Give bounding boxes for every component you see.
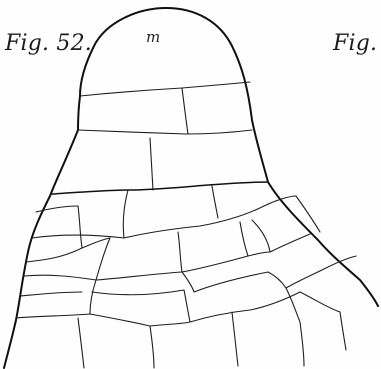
cell-wall-row5-right-cell: [252, 220, 310, 252]
next-figure-label: Fig.: [333, 31, 377, 56]
cell-wall-row7-right-lower: [300, 292, 340, 312]
cell-wall-row1-vertical: [182, 88, 188, 134]
cell-wall-row5-vertical-c: [240, 222, 248, 256]
cell-wall-row6-bottom-left: [20, 292, 82, 296]
meristem-label: m: [146, 28, 160, 46]
cell-wall-row6-vertical-b: [184, 290, 190, 322]
cell-wall-row3-vertical-center: [150, 138, 153, 190]
cell-wall-row6-mid: [92, 290, 184, 295]
cell-wall-row5-left: [26, 238, 110, 262]
cell-wall-row4-vertical-left: [123, 190, 128, 238]
cell-wall-row5-vertical-a: [96, 238, 110, 280]
cell-wall-bottom-stub-3: [232, 312, 238, 366]
cell-wall-row4-bottom: [32, 196, 320, 238]
cell-wall-row4-left-vertical: [78, 206, 82, 248]
cell-wall-row7-bottom: [16, 292, 300, 326]
cell-wall-bottom-stub-2: [150, 326, 154, 368]
cell-wall-row1-bottom: [80, 82, 250, 96]
figure-number-label: Fig. 52.: [5, 31, 92, 56]
cell-wall-row2-bottom: [78, 130, 252, 134]
cell-wall-bottom-stub-5: [340, 312, 346, 350]
cell-wall-row4-vertical-right: [212, 186, 218, 218]
cell-wall-row6-right: [182, 272, 286, 292]
cell-wall-bottom-stub-4: [300, 322, 304, 366]
cell-wall-row5-vertical-b: [178, 232, 182, 272]
cell-wall-row6-vertical-a: [90, 280, 96, 314]
cell-wall-row3-bottom: [52, 182, 268, 194]
cell-wall-bottom-stub-1: [78, 318, 84, 368]
cell-wall-row6-far-right: [286, 256, 356, 288]
